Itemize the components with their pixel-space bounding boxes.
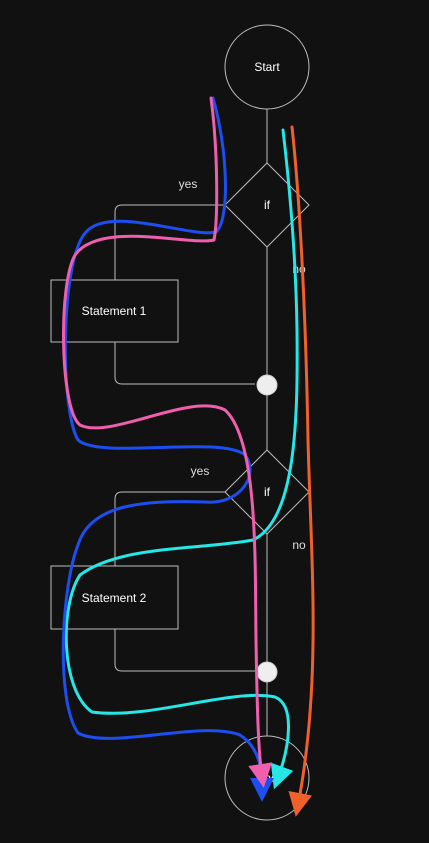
decision-label-2: if <box>264 485 271 499</box>
junction-node-2 <box>256 661 278 683</box>
no-label-2: no <box>292 538 306 552</box>
statement-label-1: Statement 1 <box>82 304 147 318</box>
yes-edge-1 <box>114 204 226 280</box>
decision-node-2 <box>224 449 310 535</box>
start-label: Start <box>254 60 280 74</box>
junction-node-1 <box>256 374 278 396</box>
yes-label-2: yes <box>191 464 210 478</box>
yes-edge-2 <box>114 491 226 566</box>
yes-label-1: yes <box>179 177 198 191</box>
statement-node-1 <box>50 279 179 343</box>
cyan-annotation-stroke <box>64 128 299 790</box>
orange-annotation-stroke <box>288 125 315 817</box>
end-node <box>224 735 310 821</box>
merge-edge-1 <box>114 342 255 385</box>
statement-label-2: Statement 2 <box>82 591 147 605</box>
decision-label-1: if <box>264 198 271 212</box>
pink-annotation-stroke <box>62 96 273 788</box>
merge-edge-2 <box>114 629 255 672</box>
end-label: End <box>256 771 277 785</box>
start-node <box>224 24 310 110</box>
